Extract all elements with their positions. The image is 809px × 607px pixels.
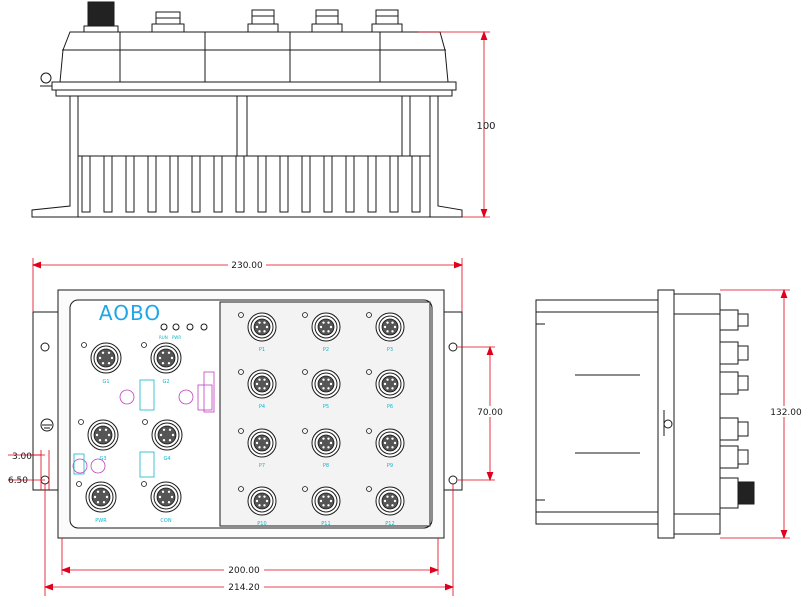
inner-width-label: 200.00 <box>228 566 260 576</box>
front-height-dimension <box>418 30 490 219</box>
heatsink-fin <box>147 156 157 213</box>
port-label: G3 <box>99 456 106 462</box>
left-port-pwr: PWR <box>76 481 117 524</box>
base-width-label: 214.20 <box>228 583 260 593</box>
hole-offset-dimension <box>8 450 50 490</box>
heatsink-fin <box>213 156 223 213</box>
grid-port-p7: P7 <box>238 428 277 469</box>
port-label: P7 <box>259 463 265 469</box>
left-port-g2: G2 <box>141 342 182 385</box>
grid-port-p12: P12 <box>366 486 405 527</box>
port-label: P12 <box>385 521 394 527</box>
heatsink-fin <box>191 156 201 213</box>
port-label: P9 <box>387 463 393 469</box>
port-label: P2 <box>323 347 329 353</box>
grid-port-p6: P6 <box>366 369 405 410</box>
heatsink-fin <box>235 156 245 213</box>
grid-port-p9: P9 <box>366 428 405 469</box>
led-label-pwr: PWR <box>172 335 181 340</box>
heatsink-fin <box>367 156 377 213</box>
hole-spacing-label: 70.00 <box>477 408 503 418</box>
hole-diameter-label: 6.50 <box>8 476 28 486</box>
heatsink-fin <box>169 156 179 213</box>
heatsink-fin <box>345 156 355 213</box>
port-label: P3 <box>387 347 393 353</box>
grid-port-p10: P10 <box>238 486 277 527</box>
heatsink-fin <box>323 156 333 213</box>
port-label: P11 <box>321 521 330 527</box>
mount-hole-top-right <box>448 342 458 352</box>
mount-hole-top-left <box>40 342 50 352</box>
side-connectors <box>719 309 755 509</box>
front-view <box>31 1 463 218</box>
grid-port-p2: P2 <box>302 312 341 353</box>
brand-logo: AOBO <box>99 301 161 325</box>
front-connector-3 <box>247 9 279 33</box>
left-port-g3: G3 <box>78 419 119 462</box>
port-label: G2 <box>162 379 169 385</box>
led-label-run: RUN <box>159 335 168 340</box>
heatsink-fin <box>301 156 311 213</box>
left-port-g1: G1 <box>81 342 122 385</box>
grid-port-p4: P4 <box>238 369 277 410</box>
port-label: P6 <box>387 404 393 410</box>
port-label: P1 <box>259 347 265 353</box>
front-connector-1 <box>83 1 119 33</box>
port-label: P4 <box>259 404 265 410</box>
left-port-g4: G4 <box>142 419 183 462</box>
front-connector-2 <box>151 11 185 33</box>
heatsink-fin <box>279 156 289 213</box>
front-connector-5 <box>371 9 403 33</box>
side-view <box>535 289 755 539</box>
overall-width-label: 230.00 <box>231 261 263 271</box>
port-label: G1 <box>102 379 109 385</box>
front-height-label: 100 <box>476 121 495 132</box>
grid-port-p3: P3 <box>366 312 405 353</box>
heatsink-fin <box>257 156 267 213</box>
grid-port-p11: P11 <box>302 486 341 527</box>
port-label: P8 <box>323 463 329 469</box>
front-connector-4 <box>311 9 343 33</box>
pinout-labels <box>72 371 215 478</box>
port-label: P10 <box>257 521 266 527</box>
port-label: CON <box>160 518 171 524</box>
heatsink-fins <box>81 156 421 213</box>
heatsink-fin <box>81 156 91 213</box>
heatsink-fin <box>411 156 421 213</box>
port-label: PWR <box>95 518 107 524</box>
left-port-con: CON <box>141 481 182 524</box>
grid-port-p8: P8 <box>302 428 341 469</box>
heatsink-fin <box>125 156 135 213</box>
side-height-label: 132.00 <box>770 408 802 418</box>
heatsink-fin <box>389 156 399 213</box>
port-label: G4 <box>163 456 170 462</box>
grid-port-p5: P5 <box>302 369 341 410</box>
port-label: P5 <box>323 404 329 410</box>
edge-offset-label: 3.00 <box>12 452 32 462</box>
heatsink-fin <box>103 156 113 213</box>
grid-port-p1: P1 <box>238 312 277 353</box>
led-row <box>160 323 208 331</box>
